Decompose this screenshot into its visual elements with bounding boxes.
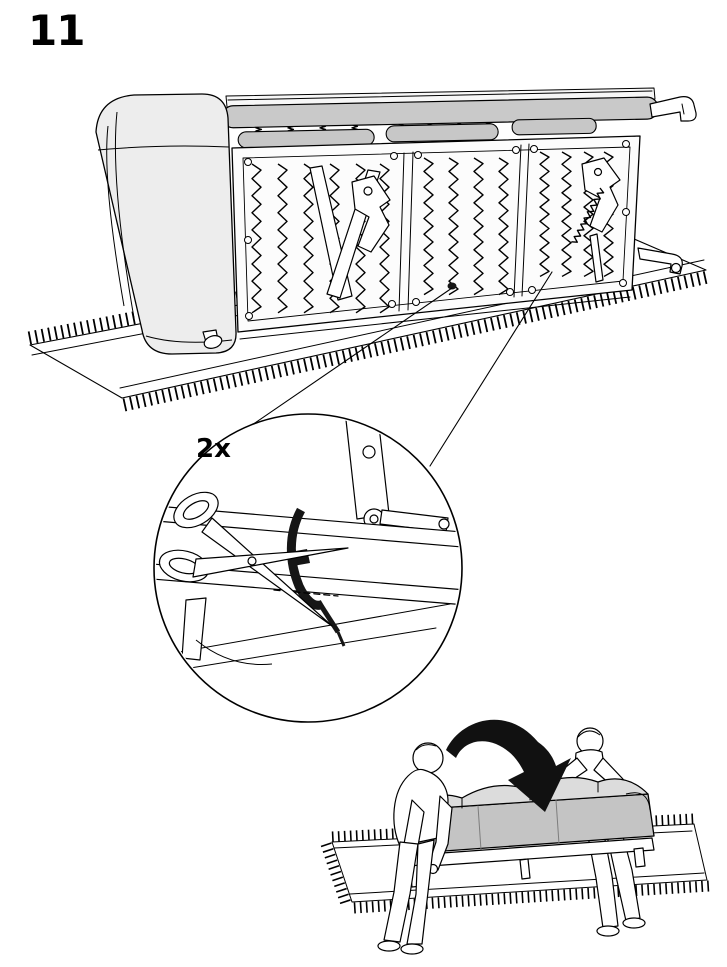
person-foot: [377, 940, 401, 952]
sofa-underside-figure: [95, 87, 697, 355]
scissors-pivot: [247, 556, 257, 566]
step-number: 11: [28, 6, 85, 55]
left-armrest: [95, 93, 237, 355]
fold-mechanism-left: [309, 165, 391, 301]
frame-rails: [156, 505, 460, 671]
zoom-cone-line-right: [429, 271, 553, 467]
sofa-leg: [519, 858, 531, 880]
sofa-legs: [202, 96, 697, 349]
person-leg: [406, 839, 435, 945]
person-head: [412, 742, 444, 774]
bolts: [244, 140, 630, 320]
fold-mechanism-right: [570, 157, 621, 283]
detail-callout: [153, 413, 463, 723]
sofa-upright: [399, 776, 655, 888]
cable-tie-location-marker: [447, 282, 457, 290]
sofa-leg: [633, 847, 646, 868]
scissors-blade: [192, 547, 349, 578]
scissors-icon: [158, 491, 349, 627]
back-frame-bar: [385, 123, 499, 143]
person-left: [377, 742, 453, 955]
person-foot: [596, 925, 620, 937]
flip-down-arrow-icon: [446, 719, 571, 812]
callout-quantity-label: 2x: [196, 434, 231, 464]
scissors-blade: [201, 517, 333, 627]
back-frame-bar: [511, 117, 597, 136]
panel-dividers: [398, 143, 530, 312]
flip-sofa-figure: [320, 719, 710, 955]
metal-leg-top-right: [649, 96, 697, 122]
person-foot: [400, 943, 424, 955]
person-foot: [622, 917, 646, 929]
frame-corner-post: [345, 416, 450, 533]
